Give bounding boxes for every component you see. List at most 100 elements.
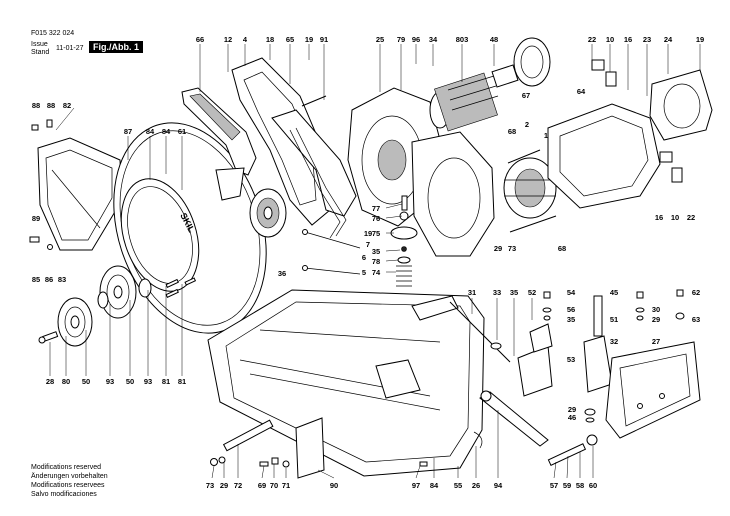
bolts-right bbox=[542, 289, 685, 321]
label-68a: 68 bbox=[508, 127, 516, 136]
brush-holders bbox=[591, 59, 683, 183]
label-60: 60 bbox=[589, 481, 597, 490]
label-29c: 29 bbox=[652, 315, 660, 324]
label-50a: 50 bbox=[82, 377, 90, 386]
label-51: 51 bbox=[610, 315, 618, 324]
label-53: 53 bbox=[567, 355, 575, 364]
label-77: 77 bbox=[372, 204, 380, 213]
label-28: 28 bbox=[46, 377, 54, 386]
note-fr: Modifications reservees bbox=[31, 482, 105, 489]
label-86: 86 bbox=[45, 275, 53, 284]
gear-cover bbox=[411, 131, 495, 257]
label-73a: 73 bbox=[508, 244, 516, 253]
label-62: 62 bbox=[692, 288, 700, 297]
label-89: 89 bbox=[32, 214, 40, 223]
label-48: 48 bbox=[490, 35, 498, 44]
label-88b: 88 bbox=[47, 101, 55, 110]
leader-lines bbox=[49, 44, 701, 479]
label-2: 2 bbox=[525, 120, 529, 129]
lower-blade-guard bbox=[37, 137, 123, 251]
bottom-left-fasteners bbox=[210, 456, 428, 468]
label-61: 61 bbox=[178, 127, 186, 136]
flange-bolt bbox=[38, 331, 59, 344]
note-es: Salvo modificaciones bbox=[31, 491, 97, 498]
label-31: 31 bbox=[468, 288, 476, 297]
label-25: 25 bbox=[376, 35, 384, 44]
label-35c: 35 bbox=[567, 315, 575, 324]
shaft bbox=[222, 419, 274, 452]
fence-plate bbox=[295, 417, 325, 479]
figure-label: Fig./Abb. 1 bbox=[89, 41, 143, 53]
label-16a: 16 bbox=[624, 35, 632, 44]
label-29b: 29 bbox=[220, 481, 228, 490]
label-75: 75 bbox=[372, 229, 380, 238]
label-67: 67 bbox=[522, 91, 530, 100]
label-10a: 10 bbox=[606, 35, 614, 44]
label-90: 90 bbox=[330, 481, 338, 490]
note-en: Modifications reserved bbox=[31, 464, 102, 471]
label-97: 97 bbox=[412, 481, 420, 490]
label-33: 33 bbox=[493, 288, 501, 297]
label-58: 58 bbox=[576, 481, 584, 490]
labels-top: 66 12 4 18 65 19 91 25 79 96 34 803 48 2… bbox=[196, 35, 704, 44]
label-76: 76 bbox=[372, 214, 380, 223]
label-65: 65 bbox=[286, 35, 294, 44]
armature bbox=[429, 64, 519, 132]
label-30: 30 bbox=[652, 305, 660, 314]
stop-bracket bbox=[583, 295, 613, 393]
label-5: 5 bbox=[362, 268, 366, 277]
label-34: 34 bbox=[429, 35, 438, 44]
modification-notes: Modifications reserved Änderungen vorbeh… bbox=[31, 463, 108, 499]
label-85: 85 bbox=[32, 275, 40, 284]
clamp-stack bbox=[390, 195, 418, 287]
end-cap bbox=[649, 69, 713, 141]
label-79: 79 bbox=[397, 35, 405, 44]
label-19a: 19 bbox=[305, 35, 313, 44]
label-96: 96 bbox=[412, 35, 420, 44]
label-35b: 35 bbox=[510, 288, 518, 297]
label-78: 78 bbox=[372, 257, 380, 266]
label-16b: 16 bbox=[655, 213, 663, 222]
stand-label: Stand bbox=[31, 49, 50, 56]
label-19c: 19 bbox=[364, 229, 372, 238]
long-screws bbox=[301, 95, 557, 233]
label-94: 94 bbox=[494, 481, 503, 490]
vise-jaw bbox=[411, 295, 511, 363]
label-6: 6 bbox=[362, 253, 366, 262]
label-84c: 84 bbox=[430, 481, 439, 490]
label-80: 80 bbox=[62, 377, 70, 386]
inner-flanges bbox=[99, 265, 152, 319]
label-22b: 22 bbox=[687, 213, 695, 222]
label-69: 69 bbox=[258, 481, 266, 490]
labels-left: 88 88 82 87 84 84 61 89 85 86 83 bbox=[32, 101, 186, 284]
label-50b: 50 bbox=[126, 377, 134, 386]
label-82: 82 bbox=[63, 101, 71, 110]
issue-date: 11-01-27 bbox=[56, 45, 84, 52]
label-84b: 84 bbox=[162, 127, 171, 136]
label-70: 70 bbox=[270, 481, 278, 490]
label-57: 57 bbox=[550, 481, 558, 490]
label-73b: 73 bbox=[206, 481, 214, 490]
springs-and-cables bbox=[289, 127, 361, 275]
guard-screws bbox=[29, 119, 53, 250]
labels-lower-right: 31 33 35 52 54 56 35 53 45 51 32 30 29 6… bbox=[468, 288, 700, 422]
note-de: Änderungen vorbehalten bbox=[31, 473, 108, 480]
label-64: 64 bbox=[577, 87, 586, 96]
label-7: 7 bbox=[366, 240, 370, 249]
label-81a: 81 bbox=[162, 377, 170, 386]
label-52: 52 bbox=[528, 288, 536, 297]
label-18: 18 bbox=[266, 35, 274, 44]
label-1: 1 bbox=[544, 131, 548, 140]
label-46: 46 bbox=[568, 413, 576, 422]
label-27: 27 bbox=[652, 337, 660, 346]
outer-flanges bbox=[57, 291, 109, 347]
small-bolts-left bbox=[165, 277, 197, 299]
label-72: 72 bbox=[234, 481, 242, 490]
label-23: 23 bbox=[643, 35, 651, 44]
label-32: 32 bbox=[610, 337, 618, 346]
label-26: 26 bbox=[472, 481, 480, 490]
fence-bracket bbox=[517, 323, 553, 397]
label-29a: 29 bbox=[494, 244, 502, 253]
label-83: 83 bbox=[58, 275, 66, 284]
